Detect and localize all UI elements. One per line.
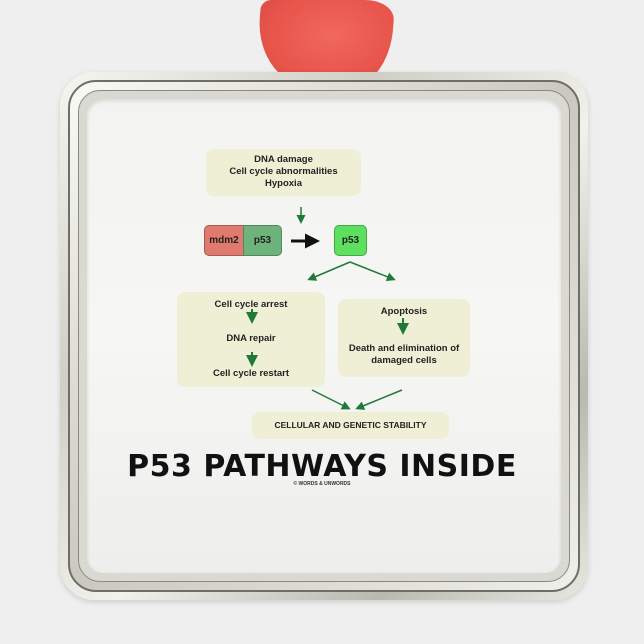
cell-cycle-pathway-box: Cell cycle arrest DNA repair Cell cycle … (177, 292, 325, 387)
step-damaged-cells: damaged cells (371, 355, 437, 366)
trigger-dna-damage: DNA damage (254, 154, 313, 165)
triggers-box: DNA damage Cell cycle abnormalities Hypo… (206, 149, 361, 196)
trigger-hypoxia: Hypoxia (265, 178, 302, 189)
apoptosis-pathway-box: Apoptosis Death and elimination of damag… (338, 299, 470, 377)
mdm2-box: mdm2 (204, 225, 244, 256)
step-apoptosis: Apoptosis (380, 306, 428, 317)
ornament-title: P53 PATHWAYS INSIDE (127, 449, 517, 484)
trigger-cell-cycle: Cell cycle abnormalities (229, 166, 338, 177)
outcome-box: CELLULAR AND GENETIC STABILITY (252, 412, 449, 439)
step-cell-cycle-restart: Cell cycle restart (212, 368, 290, 379)
step-dna-repair: DNA repair (226, 333, 276, 344)
step-death-elimination: Death and elimination of (348, 343, 460, 354)
p53-free-box: p53 (334, 225, 367, 256)
step-cell-cycle-arrest: Cell cycle arrest (214, 299, 288, 310)
p53-bound-box: p53 (243, 225, 282, 256)
copyright-credit: © WORDS & UNWORDS (293, 481, 351, 487)
